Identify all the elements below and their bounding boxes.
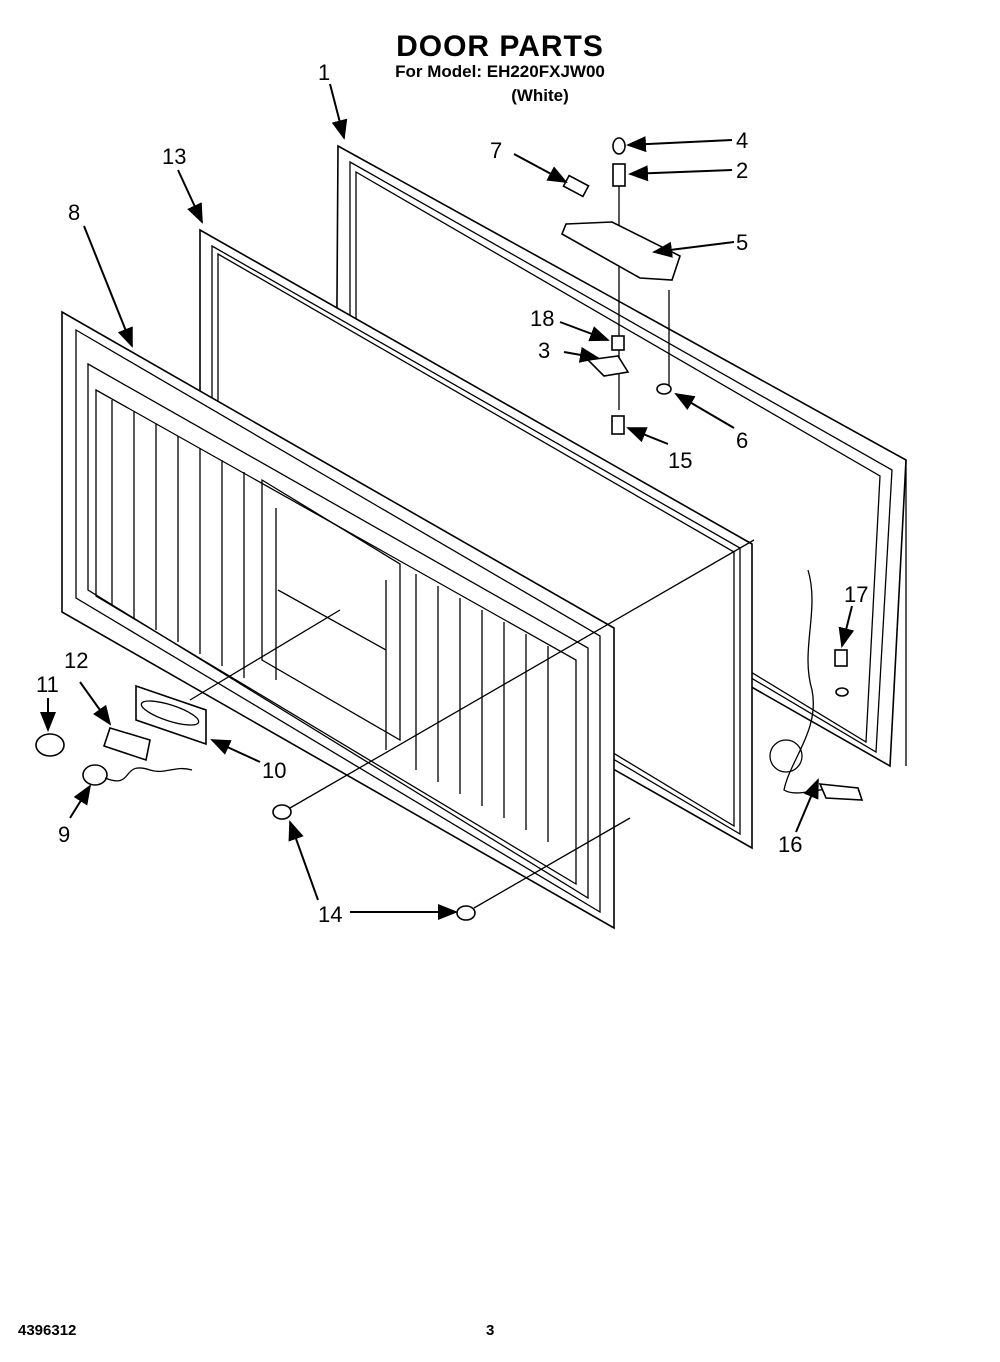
callout-11: 11: [36, 672, 59, 697]
callout-14: 14: [318, 902, 342, 927]
callout-13: 13: [162, 144, 186, 169]
page-number: 3: [486, 1322, 495, 1339]
callout-9: 9: [58, 822, 70, 847]
liner-ribs: [111, 400, 549, 842]
leader-lines: [40, 83, 855, 920]
callout-3: 3: [538, 338, 550, 363]
callout-16: 16: [778, 832, 802, 857]
callout-8: 8: [68, 200, 80, 225]
page-title: DOOR PARTS: [396, 30, 604, 63]
callout-15: 15: [668, 448, 692, 473]
callout-1: 1: [318, 60, 330, 85]
callout-18: 18: [530, 306, 554, 331]
callout-4: 4: [736, 128, 748, 153]
light-assembly: [35, 684, 207, 786]
callout-2: 2: [736, 158, 748, 183]
callout-6: 6: [736, 428, 748, 453]
callout-10: 10: [262, 758, 286, 783]
inner-door-liner: [61, 310, 615, 930]
callout-7: 7: [490, 138, 502, 163]
assembly-guide-lines: [189, 539, 755, 909]
callout-5: 5: [736, 230, 748, 255]
callout-labels: 1 13 8 7 4 2 5 18 3 6 15 17 16 12 11 10 …: [36, 60, 868, 927]
callout-12: 12: [64, 648, 88, 673]
document-number: 4396312: [18, 1322, 77, 1339]
color-line: (White): [511, 86, 569, 105]
handle-assembly: [560, 137, 681, 435]
model-line: For Model: EH220FXJW00: [395, 62, 605, 81]
callout-17: 17: [844, 582, 868, 607]
